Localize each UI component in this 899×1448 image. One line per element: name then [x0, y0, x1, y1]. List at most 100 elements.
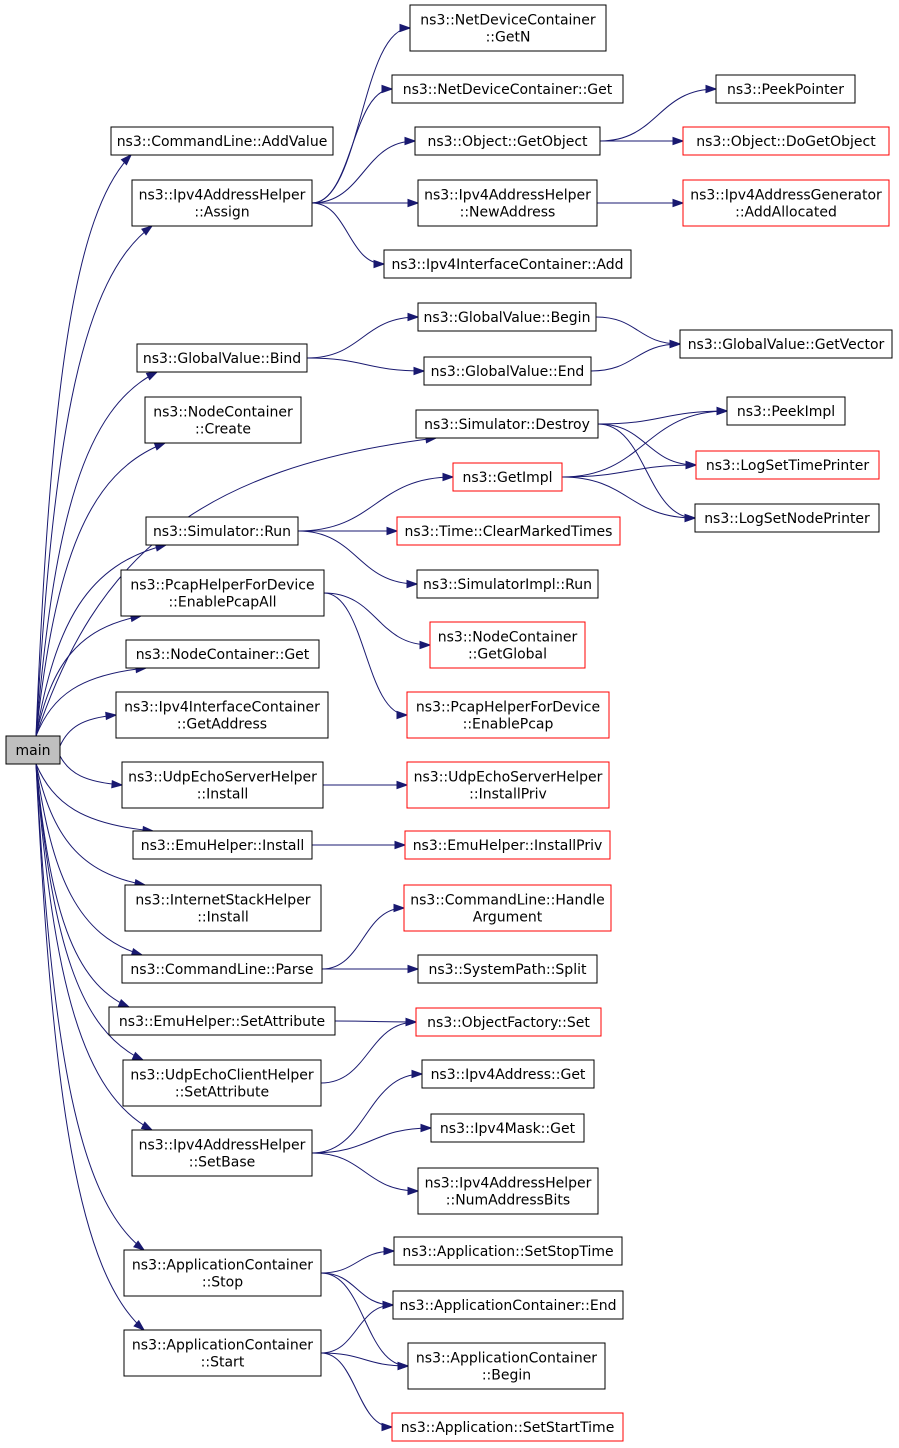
node-sim_destroy[interactable]: ns3::Simulator::Destroy [415, 409, 599, 439]
node-udpec_setattr[interactable]: ns3::UdpEchoClientHelper::SetAttribute [122, 1059, 322, 1107]
node-box [393, 1236, 623, 1266]
node-gv_getvector[interactable]: ns3::GlobalValue::GetVector [679, 329, 893, 359]
edge-arrowhead [420, 1123, 433, 1133]
edge-arrowhead [705, 84, 718, 94]
node-label: ns3::Ipv4AddressGenerator [690, 188, 882, 204]
edge-line [311, 1073, 423, 1154]
node-box [682, 126, 890, 156]
node-label: ns3::UdpEchoServerHelper [128, 770, 317, 786]
node-ipv4ah_setbase[interactable]: ns3::Ipv4AddressHelper::SetBase [131, 1129, 313, 1177]
node-ish_install[interactable]: ns3::InternetStackHelper::Install [124, 884, 322, 932]
edge-main-to-sim_run [35, 543, 168, 737]
edge-arrowhead [669, 339, 682, 349]
edge-line [35, 225, 153, 737]
node-box [726, 396, 846, 426]
edge-line [311, 202, 385, 265]
node-box [145, 516, 299, 546]
edge-line [311, 140, 416, 204]
edge-arrowhead [407, 198, 420, 208]
node-label: ::Install [197, 787, 249, 803]
node-udpes_installpriv[interactable]: ns3::UdpEchoServerHelper::InstallPriv [406, 761, 610, 809]
node-ipv4ic_getaddress[interactable]: ns3::Ipv4InterfaceContainer::GetAddress [115, 691, 329, 739]
node-ac_start[interactable]: ns3::ApplicationContainer::Start [123, 1329, 322, 1377]
node-ndc_getn[interactable]: ns3::NetDeviceContainer::GetN [409, 4, 607, 52]
node-label: ns3::GlobalValue::End [431, 364, 585, 380]
node-nc_get[interactable]: ns3::NodeContainer::Get [125, 639, 320, 669]
node-simimpl_run[interactable]: ns3::SimulatorImpl::Run [416, 569, 599, 599]
node-label: ns3::LogSetNodePrinter [704, 511, 870, 527]
node-ac_stop[interactable]: ns3::ApplicationContainer::Stop [123, 1249, 322, 1297]
edge-arrowhead [381, 84, 394, 94]
node-app_setstart[interactable]: ns3::Application::SetStartTime [391, 1412, 624, 1442]
edge-ac_stop-to-ac_begin [320, 1272, 410, 1371]
node-log_settime[interactable]: ns3::LogSetTimePrinter [695, 450, 880, 480]
node-gv_bind[interactable]: ns3::GlobalValue::Bind [136, 343, 308, 373]
node-ipv4ah_numbits[interactable]: ns3::Ipv4AddressHelper::NumAddressBits [417, 1167, 599, 1215]
node-label: main [16, 743, 51, 759]
node-ipv4ah_newaddress[interactable]: ns3::Ipv4AddressHelper::NewAddress [417, 179, 598, 227]
node-label: ::Start [201, 1355, 245, 1371]
node-box [391, 1412, 624, 1442]
node-sim_run[interactable]: ns3::Simulator::Run [145, 516, 299, 546]
node-cl_addvalue[interactable]: ns3::CommandLine::AddValue [110, 126, 334, 156]
edge-line [35, 763, 154, 832]
node-getimpl[interactable]: ns3::GetImpl [452, 462, 563, 492]
node-sp_split[interactable]: ns3::SystemPath::Split [417, 954, 598, 984]
edge-line [35, 763, 145, 1331]
node-nc_getglobal[interactable]: ns3::NodeContainer::GetGlobal [429, 621, 586, 669]
node-ac_begin[interactable]: ns3::ApplicationContainer::Begin [407, 1342, 606, 1390]
node-emu_installpriv[interactable]: ns3::EmuHelper::InstallPriv [404, 830, 611, 860]
node-of_set[interactable]: ns3::ObjectFactory::Set [415, 1007, 602, 1037]
node-ipv4ah_assign[interactable]: ns3::Ipv4AddressHelper::Assign [131, 179, 313, 227]
node-peekimpl[interactable]: ns3::PeekImpl [726, 396, 846, 426]
node-label: ns3::ApplicationContainer::End [400, 1298, 617, 1314]
edge-arrowhead [393, 903, 406, 913]
node-peekpointer[interactable]: ns3::PeekPointer [715, 74, 856, 104]
node-ipv4ag_addalloc[interactable]: ns3::Ipv4AddressGenerator::AddAllocated [682, 179, 890, 227]
node-box [125, 639, 320, 669]
edge-arrowhead [407, 312, 420, 322]
node-ipv4m_get[interactable]: ns3::Ipv4Mask::Get [430, 1113, 585, 1143]
edge-arrowhead [684, 513, 697, 523]
node-gv_end[interactable]: ns3::GlobalValue::End [423, 356, 592, 386]
node-label: ::EnablePcap [463, 717, 554, 733]
node-box [406, 691, 610, 739]
node-label: ns3::CommandLine::AddValue [117, 134, 328, 150]
node-ndc_get[interactable]: ns3::NetDeviceContainer::Get [391, 74, 624, 104]
edge-getimpl-to-log_settime [561, 460, 698, 478]
node-app_setstop[interactable]: ns3::Application::SetStopTime [393, 1236, 623, 1266]
edge-sim_run-to-time_clearmarked [298, 526, 399, 536]
edge-line [35, 544, 167, 737]
node-time_clearmarked[interactable]: ns3::Time::ClearMarkedTimes [396, 516, 621, 546]
edge-line [297, 476, 454, 532]
node-box [396, 516, 621, 546]
node-pcap_enable[interactable]: ns3::PcapHelperForDevice::EnablePcap [406, 691, 610, 739]
node-box [132, 830, 313, 860]
node-emu_install[interactable]: ns3::EmuHelper::Install [132, 830, 313, 860]
node-ipv4a_get[interactable]: ns3::Ipv4Address::Get [421, 1059, 595, 1089]
node-label: ns3::NetDeviceContainer::Get [403, 82, 613, 98]
edge-arrowhead [381, 1422, 394, 1432]
node-ipv4ic_add[interactable]: ns3::Ipv4InterfaceContainer::Add [383, 249, 632, 279]
node-obj_dogetobject[interactable]: ns3::Object::DoGetObject [682, 126, 890, 156]
node-udpes_install[interactable]: ns3::UdpEchoServerHelper::Install [121, 761, 324, 809]
node-cl_parse[interactable]: ns3::CommandLine::Parse [121, 954, 323, 984]
node-log_setnode[interactable]: ns3::LogSetNodePrinter [694, 503, 880, 533]
node-nc_create[interactable]: ns3::NodeContainer::Create [144, 396, 302, 444]
node-box [121, 761, 324, 809]
node-emu_setattr[interactable]: ns3::EmuHelper::SetAttribute [108, 1006, 336, 1036]
node-obj_getobject[interactable]: ns3::Object::GetObject [414, 126, 601, 156]
edge-main-to-ac_stop [35, 763, 146, 1251]
edge-main-to-emu_setattr [35, 763, 131, 1008]
edge-arrowhead [131, 1051, 145, 1061]
node-gv_begin[interactable]: ns3::GlobalValue::Begin [417, 302, 597, 332]
edge-getimpl-to-log_setnode [561, 476, 697, 523]
node-label: ns3::Object::GetObject [427, 134, 588, 150]
node-pcap_enableall[interactable]: ns3::PcapHelperForDevice::EnablePcapAll [120, 569, 325, 617]
node-box [417, 954, 598, 984]
node-main[interactable]: main [5, 735, 61, 765]
node-ac_end[interactable]: ns3::ApplicationContainer::End [392, 1290, 624, 1320]
node-label: ::GetGlobal [468, 647, 547, 663]
